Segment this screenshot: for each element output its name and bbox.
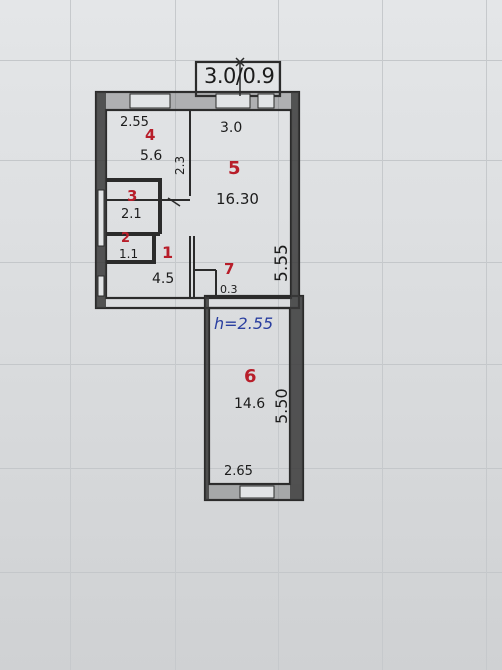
wall-left-lower — [205, 296, 209, 500]
room5-number: 5 — [228, 158, 241, 179]
room3-area: 2.1 — [121, 207, 142, 222]
balcony-label: 3.0/0.9 — [204, 64, 275, 88]
room6-number: 6 — [244, 366, 257, 387]
room3-number: 3 — [127, 187, 138, 205]
window-left — [97, 189, 105, 247]
window-room4 — [129, 93, 171, 109]
window-room6 — [239, 485, 275, 499]
wall-right-upper — [291, 92, 299, 308]
room4-area: 5.6 — [140, 148, 163, 164]
room5-width-dimension: 3.0 — [220, 120, 243, 136]
room7-number: 7 — [224, 260, 235, 278]
room6-area: 14.6 — [234, 396, 266, 412]
room1-number: 1 — [162, 243, 174, 262]
room7-area: 0.3 — [220, 283, 238, 296]
room4-height-dimension: 2.3 — [173, 155, 187, 175]
window-left-small — [97, 275, 105, 297]
room5-area: 16.30 — [216, 190, 259, 208]
window-room5 — [215, 93, 251, 109]
room6-height-dimension: 5.50 — [272, 388, 291, 424]
room6-width-dimension: 2.65 — [224, 464, 253, 479]
room1-area: 4.5 — [152, 271, 175, 287]
ceiling-height-label: h=2.55 — [214, 314, 274, 333]
room4-width-dimension: 2.55 — [120, 115, 149, 130]
room2-number: 2 — [121, 231, 131, 246]
balcony-door — [257, 93, 275, 109]
room4-number: 4 — [145, 126, 156, 144]
room2-area: 1.1 — [119, 247, 139, 261]
wall-right-lower — [290, 296, 303, 500]
room5-height-dimension: 5.55 — [272, 244, 292, 282]
